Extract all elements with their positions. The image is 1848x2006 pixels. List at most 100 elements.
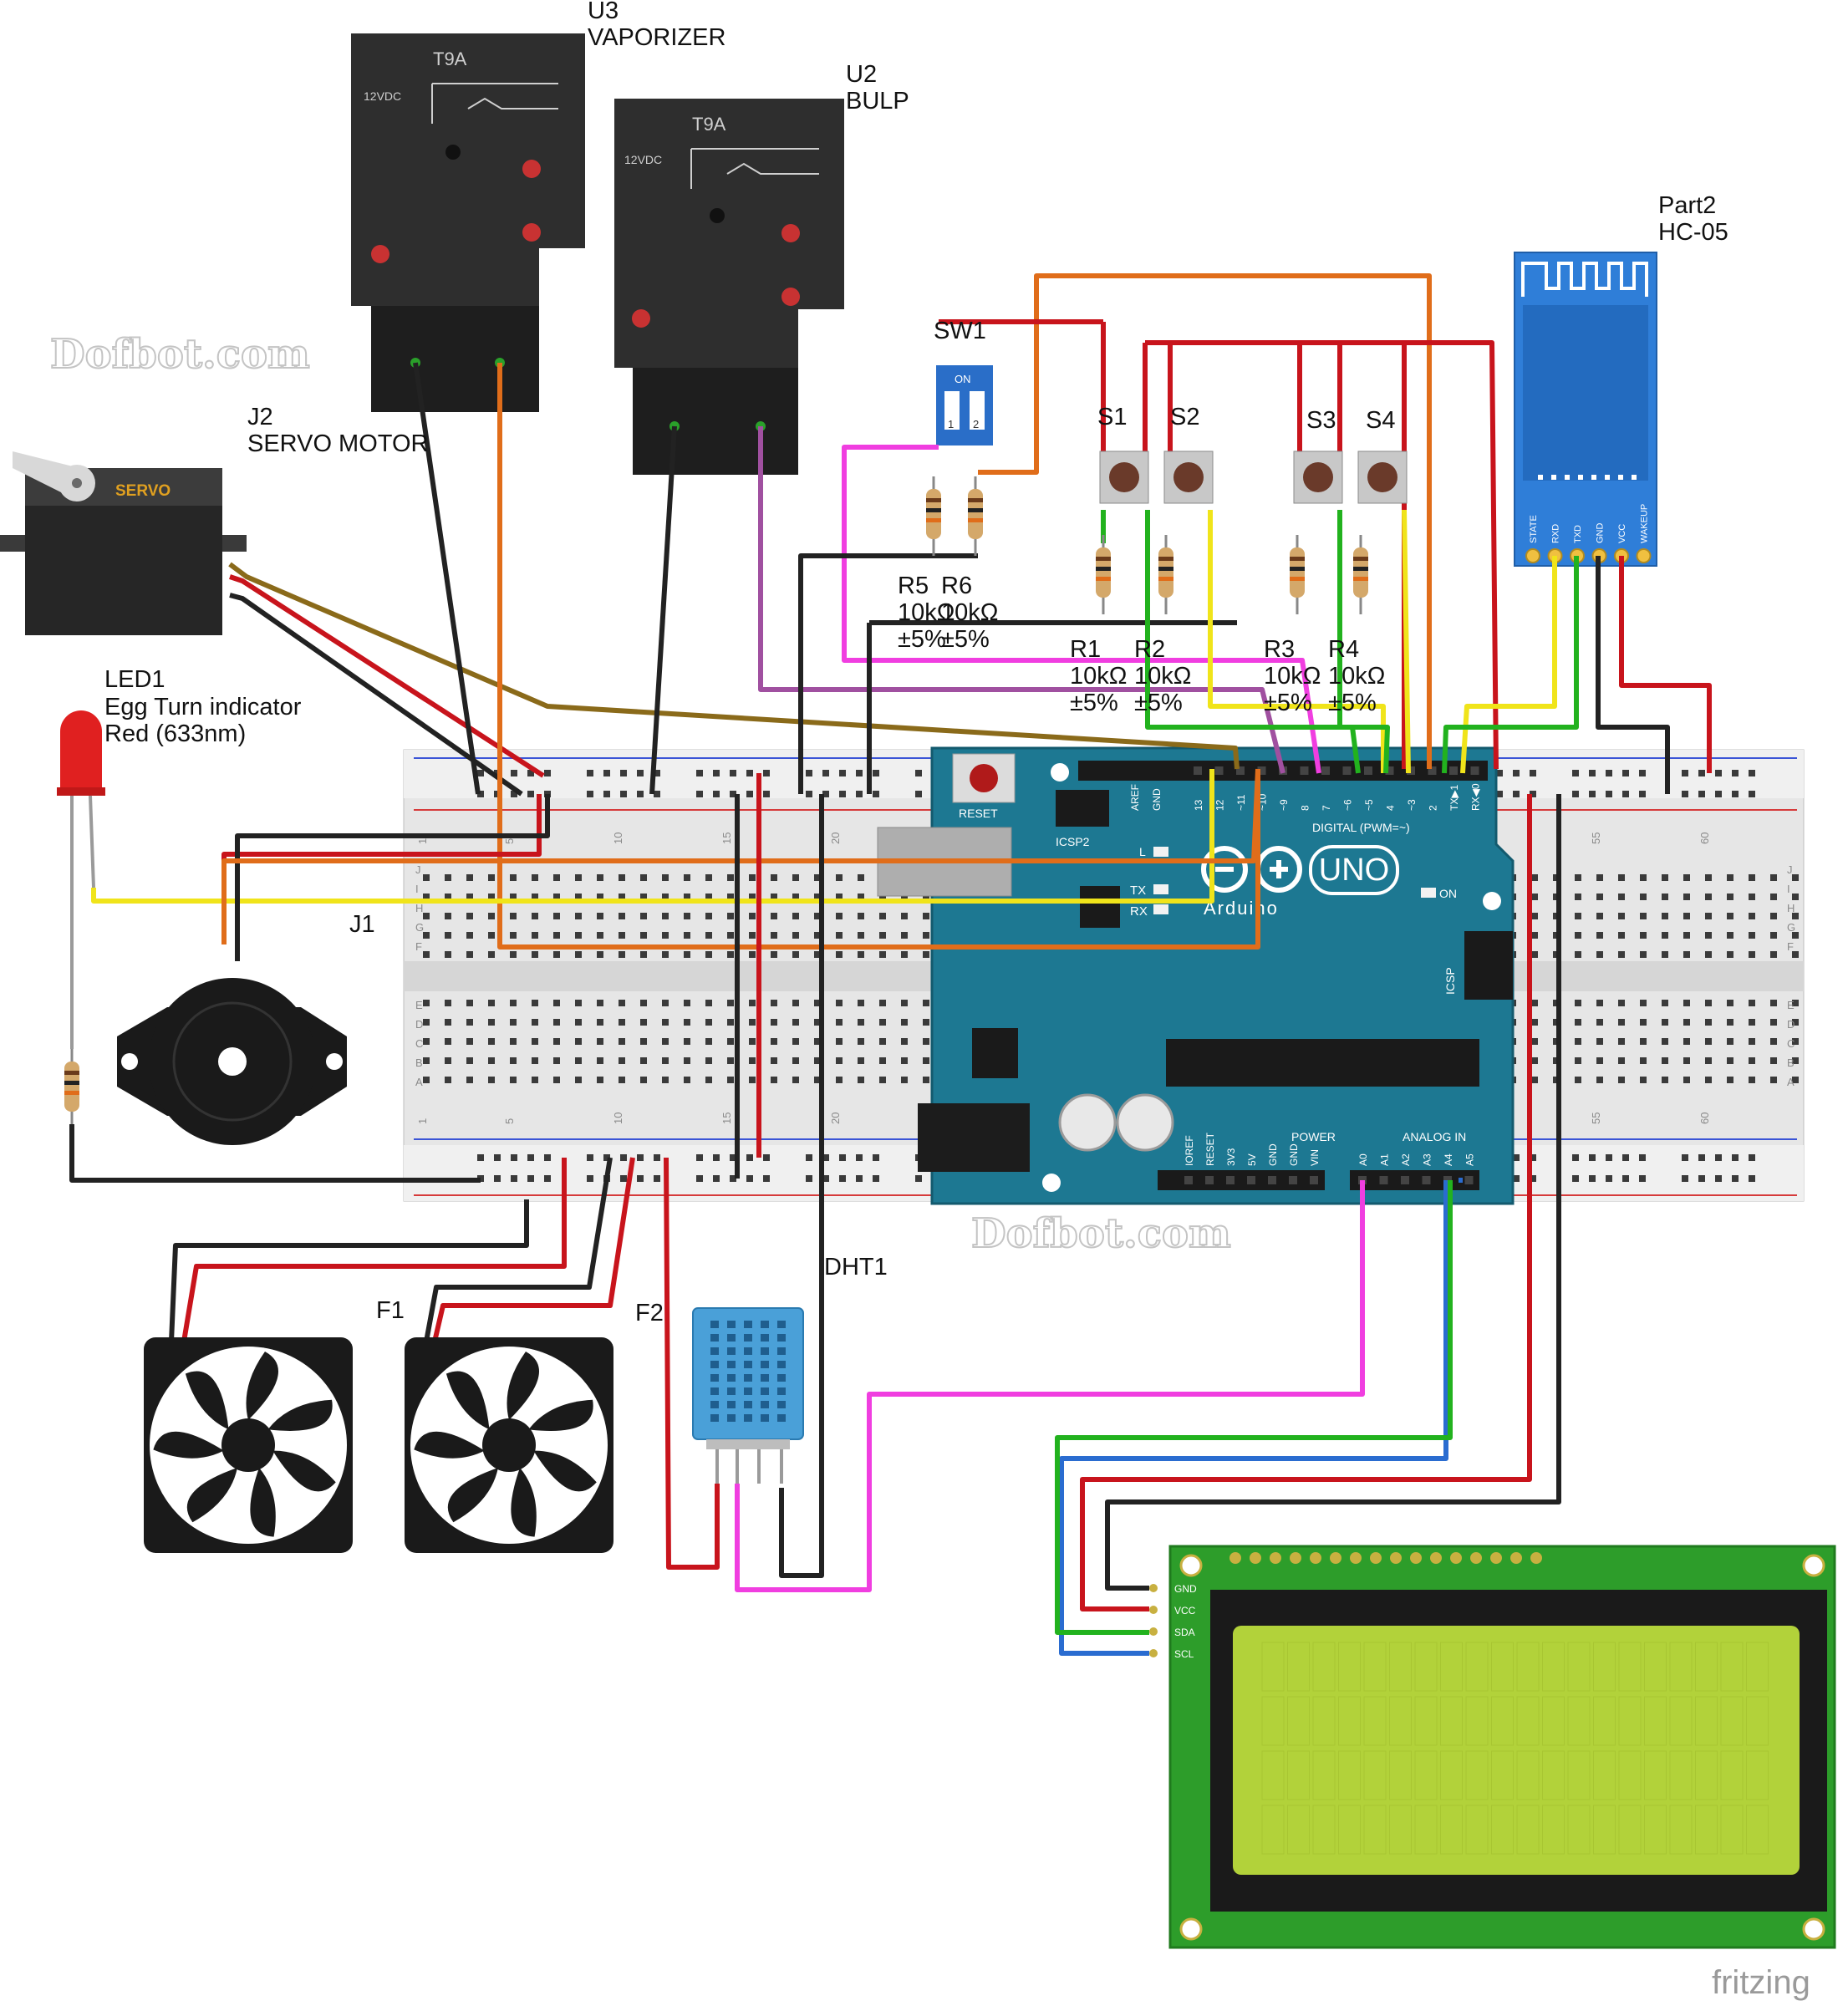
arduino-brand: Arduino [1204, 898, 1279, 919]
bb-hole [510, 951, 517, 958]
bb-hole [1770, 894, 1777, 900]
rail-hole [1496, 770, 1503, 776]
s3-label: S3 [1306, 407, 1336, 434]
servo-signal-wire [228, 562, 1240, 770]
bb-hole [771, 1000, 777, 1006]
rail-hole [873, 791, 879, 797]
bb-hole [727, 913, 734, 919]
bb-hole [1792, 874, 1799, 881]
bb-col-label: 60 [1698, 1112, 1711, 1124]
bb-hole [705, 951, 712, 958]
relay-u3-base [371, 306, 539, 412]
lcd-cell [1389, 1642, 1412, 1692]
component-labels: U3 VAPORIZER U2 BULP J2 SERVO MOTOR LED1… [104, 0, 1728, 1326]
bb-hole [423, 1057, 430, 1064]
digital-pin [1300, 766, 1309, 775]
dht-vent [710, 1414, 719, 1422]
bb-hole [423, 1000, 430, 1006]
r1-tol-label: ±5% [1070, 690, 1118, 716]
bb-hole [923, 1057, 929, 1064]
bb-hole [1662, 1019, 1668, 1026]
rail-hole [527, 1175, 534, 1182]
bb-hole [1575, 1077, 1581, 1083]
dht-vent [777, 1374, 786, 1382]
lcd-pin [1149, 1606, 1158, 1614]
lcd-cell [1287, 1696, 1310, 1746]
lcd-cell [1542, 1696, 1565, 1746]
digital-pin-label: 4 [1385, 805, 1397, 811]
bb-hole [466, 913, 473, 919]
rail-hole [1589, 1154, 1596, 1161]
bb-hole [1575, 1057, 1581, 1064]
bb-hole [1770, 1000, 1777, 1006]
bb-row-label: I [1787, 883, 1790, 895]
bb-hole [923, 913, 929, 919]
bb-hole [597, 913, 603, 919]
lcd-header-pad [1370, 1552, 1382, 1564]
bb-hole [1531, 913, 1538, 919]
rail-hole [1732, 791, 1739, 797]
rail-hole [1589, 791, 1596, 797]
bb-hole [640, 1019, 647, 1026]
lcd-vcc-wire [1080, 794, 1532, 1611]
analog-pin-label: A4 [1443, 1153, 1454, 1166]
bb-hole [1683, 951, 1690, 958]
digital-pin [1257, 766, 1266, 775]
r5-black-wire [798, 553, 928, 794]
lcd-cell [1261, 1642, 1285, 1692]
rail-hole [822, 770, 829, 776]
rail-hole [1682, 1154, 1688, 1161]
lcd-cell [1618, 1750, 1642, 1800]
bb-hole [1683, 1000, 1690, 1006]
bb-hole [488, 1038, 495, 1045]
bb-hole [1727, 1019, 1733, 1026]
bb-hole [1705, 932, 1712, 939]
bb-hole [901, 1000, 908, 1006]
logo-minus [1215, 867, 1234, 872]
bb-hole [792, 913, 799, 919]
rail-hole [1682, 770, 1688, 776]
bb-hole [705, 1038, 712, 1045]
r3-ref-label: R3 [1264, 636, 1295, 663]
bb-hole [771, 1038, 777, 1045]
dht-vent [777, 1361, 786, 1368]
dht-vent [727, 1374, 736, 1382]
rail-hole [806, 1154, 812, 1161]
bb-hole [575, 1077, 582, 1083]
s2-yellow-wire [1208, 510, 1386, 773]
rail-hole [746, 1175, 753, 1182]
r6-ref-label: R6 [941, 573, 972, 599]
rail-hole [730, 1154, 736, 1161]
rail-hole [746, 770, 753, 776]
bb-hole [792, 1000, 799, 1006]
bb-hole [771, 874, 777, 881]
bb-hole [423, 1019, 430, 1026]
bb-hole [1683, 932, 1690, 939]
watermark-center: Dofbot.com [971, 1210, 1231, 1257]
power-pin [1289, 1176, 1297, 1184]
fan-f2-blades [414, 1352, 597, 1537]
rail-hole [1639, 770, 1646, 776]
rail-hole [856, 1175, 863, 1182]
rail-hole [654, 770, 660, 776]
bb-hole [1749, 1019, 1755, 1026]
buzzer-j1 [117, 978, 347, 1145]
relay-u3-symbol [431, 83, 558, 124]
u3-orange-wire [497, 363, 1260, 950]
capacitor [1116, 1093, 1174, 1152]
s1-green-wire [1145, 510, 1361, 774]
bb-hole [575, 1038, 582, 1045]
rail-hole [1496, 791, 1503, 797]
rail-hole [1589, 1175, 1596, 1182]
bb-hole [1727, 894, 1733, 900]
lcd-pin [1149, 1627, 1158, 1636]
bb-hole [684, 951, 690, 958]
power-pin [1268, 1176, 1276, 1184]
rail-hole [1572, 791, 1579, 797]
bb-hole [858, 1019, 864, 1026]
lcd-cell [1720, 1805, 1744, 1855]
bb-hole [466, 951, 473, 958]
bb-hole [771, 913, 777, 919]
fan-blade [185, 1371, 229, 1430]
